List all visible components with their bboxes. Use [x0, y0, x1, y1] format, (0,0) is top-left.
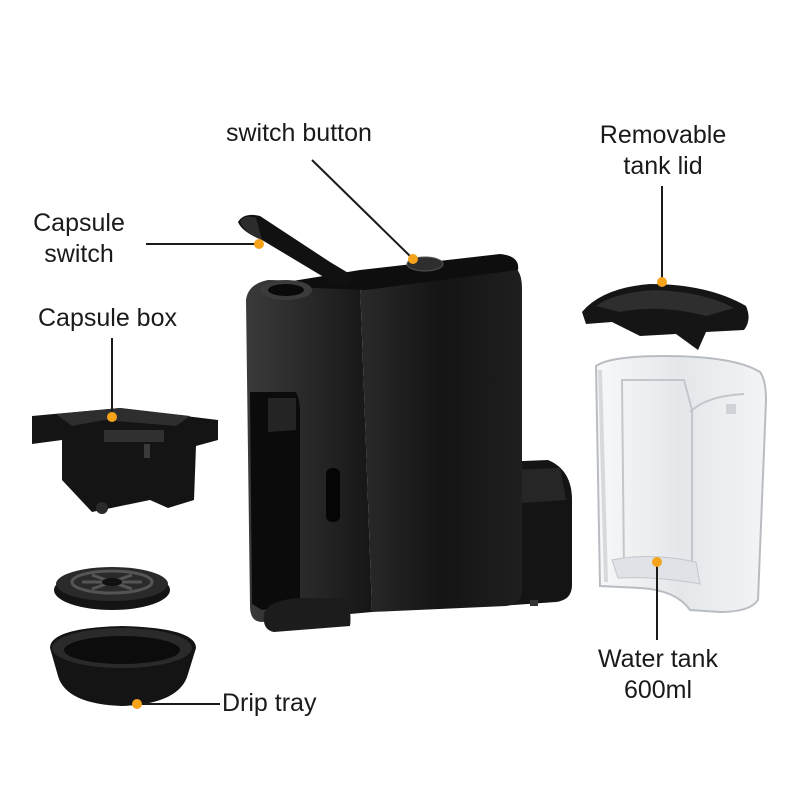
- callout-dots: [107, 239, 667, 709]
- label-capsule-box: Capsule box: [38, 304, 177, 332]
- leader-switch-button: [311, 159, 411, 257]
- dot-water-tank: [652, 557, 662, 567]
- drip-grate: [54, 567, 170, 610]
- leader-lines: [111, 159, 663, 705]
- dot-capsule-box: [107, 412, 117, 422]
- label-switch-button: switch button: [226, 119, 372, 147]
- label-water-tank: Water tank 600ml: [598, 645, 718, 704]
- dot-switch-button: [408, 254, 418, 264]
- capsule-box: [32, 408, 218, 514]
- label-removable-tank-lid: Removable tank lid: [599, 121, 727, 180]
- label-capsule-switch: Capsule switch: [33, 209, 125, 268]
- water-tank-part: [594, 354, 768, 614]
- dot-tank-lid: [657, 277, 667, 287]
- label-drip-tray: Drip tray: [222, 689, 317, 717]
- dot-drip-tray: [132, 699, 142, 709]
- drip-tray-part: [50, 626, 196, 706]
- dot-capsule-switch: [254, 239, 264, 249]
- tank-lid-part: [582, 284, 749, 350]
- coffee-machine: [238, 214, 572, 632]
